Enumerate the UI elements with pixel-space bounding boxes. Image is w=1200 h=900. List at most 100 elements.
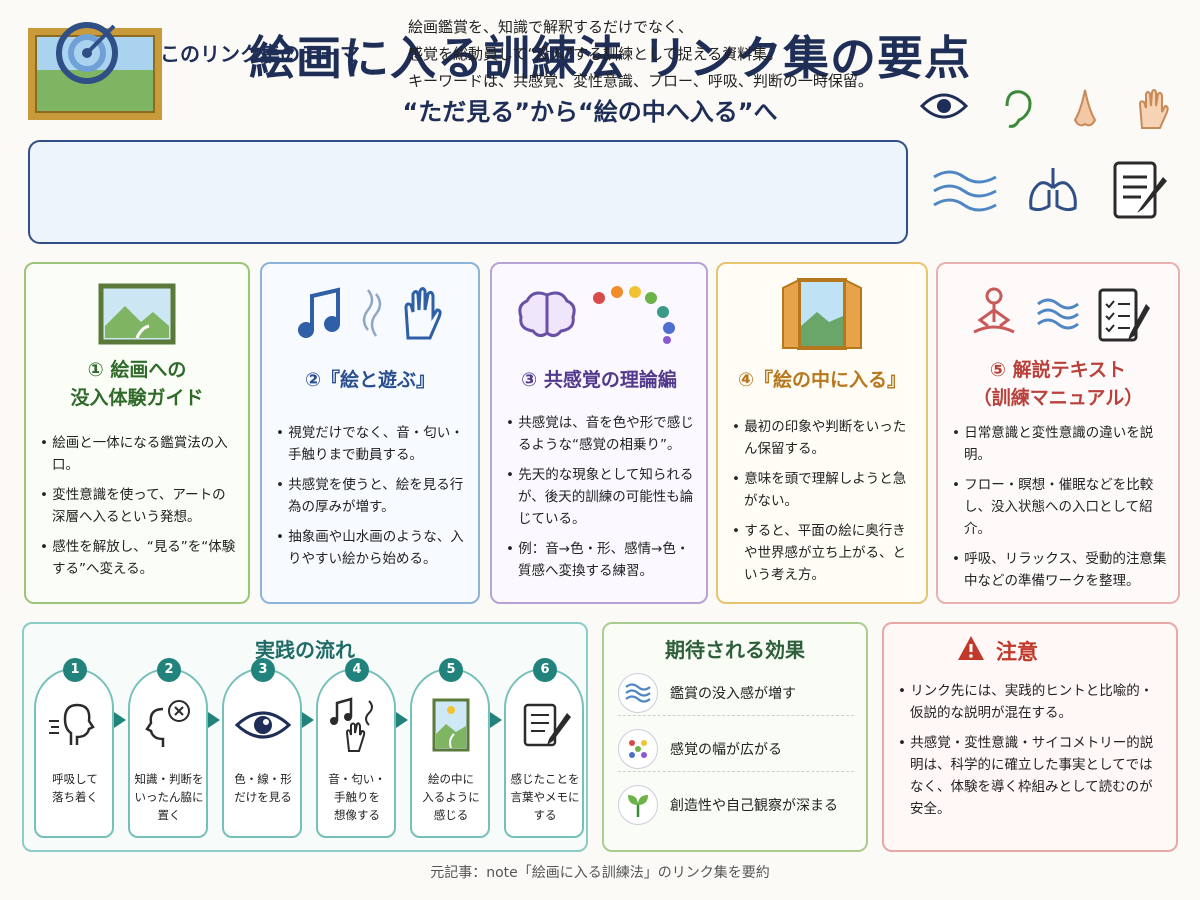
card-icon-area bbox=[26, 274, 248, 354]
step-label-line: 手触りを bbox=[334, 790, 380, 804]
brain-icon bbox=[518, 291, 576, 338]
page-subtitle: “ただ見る”から“絵の中へ入る”へ bbox=[402, 98, 778, 126]
effect-text: 創造性や自己観察が深まる bbox=[670, 798, 838, 814]
wind-icon bbox=[1037, 298, 1079, 330]
hand-icon bbox=[1138, 89, 1169, 129]
eye-icon bbox=[235, 711, 291, 739]
step-label-line: 音・匂い・ bbox=[328, 772, 386, 786]
list-item: 例：音→色・形、感情→色・質感へ変換する練習。 bbox=[506, 538, 696, 582]
senses-icons bbox=[920, 88, 1170, 132]
effects-title: 期待される効果 bbox=[665, 638, 805, 662]
hand-icon bbox=[404, 287, 442, 340]
list-item: リンク先には、実践的ヒントと比喩的・仮説的な説明が混在する。 bbox=[898, 680, 1166, 724]
open-door-icon bbox=[782, 278, 862, 350]
flow-step: 3 色・線・形 だけを見る bbox=[222, 658, 302, 838]
color-dots-icon bbox=[593, 286, 675, 344]
card-title-line: （訓練マニュアル） bbox=[972, 387, 1144, 409]
flow-arrow-icon bbox=[208, 712, 220, 728]
flow-arrow-icon bbox=[396, 712, 408, 728]
card-immersion-guide: ① 絵画への 没入体験ガイド 絵画と一体になる鑑賞法の入口。 変性意識を使って、… bbox=[24, 262, 250, 604]
checklist-icon bbox=[1098, 288, 1150, 342]
flow-step: 6 感じたことを 言葉やメモに する bbox=[504, 658, 584, 838]
warning-icon bbox=[958, 636, 984, 660]
card-title: ① 絵画への 没入体験ガイド bbox=[26, 356, 248, 412]
caution-list: リンク先には、実践的ヒントと比喩的・仮説的な説明が混在する。 共感覚・変性意識・… bbox=[898, 680, 1166, 828]
step-label-line: する bbox=[533, 808, 557, 822]
step-label-line: 感じる bbox=[433, 808, 469, 822]
flow-step: 2 知識・判断を いったん脇に置く bbox=[128, 658, 208, 838]
flow-step: 5 絵の中に 入るように 感じる bbox=[410, 658, 490, 838]
card-icon-area bbox=[492, 274, 706, 354]
card-title: ③ 共感覚の理論編 bbox=[521, 369, 677, 391]
meditation-icon bbox=[973, 287, 1015, 334]
card-synesthesia-theory: ③ 共感覚の理論編 共感覚は、音を色や形で感じるような“感覚の相乗り”。 先天的… bbox=[490, 262, 708, 604]
notepad-icon bbox=[523, 703, 571, 747]
step-label: 音・匂い・ 手触りを 想像する bbox=[320, 770, 394, 824]
step-label-line: 落ち着く bbox=[52, 790, 98, 804]
card-list: 絵画と一体になる鑑賞法の入口。 変性意識を使って、アートの深層へ入るという発想。… bbox=[40, 432, 238, 588]
step-label-line: 絵の中に bbox=[428, 772, 474, 786]
step-label-line: 感じたことを bbox=[510, 772, 580, 786]
thinking-head-icon bbox=[145, 700, 190, 747]
step-label-line: 呼吸して bbox=[52, 772, 98, 786]
effect-text: 鑑賞の没入感が増す bbox=[670, 685, 796, 702]
step-number: 4 bbox=[345, 658, 369, 682]
step-label: 呼吸して 落ち着く bbox=[38, 770, 112, 806]
list-item: 日常意識と変性意識の違いを説明。 bbox=[952, 422, 1168, 466]
card-list: 視覚だけでなく、音・匂い・手触りまで動員する。 共感覚を使うと、絵を見る行為の厚… bbox=[276, 422, 468, 578]
card-icon-area bbox=[718, 274, 926, 354]
list-item: 共感覚は、音を色や形で感じるような“感覚の相乗り”。 bbox=[506, 412, 696, 456]
list-item: 呼吸、リラックス、受動的注意集中などの準備ワークを整理。 bbox=[952, 548, 1168, 592]
card-title: ⑤ 解説テキスト （訓練マニュアル） bbox=[938, 356, 1178, 412]
step-label-line: 色・線・形 bbox=[234, 772, 292, 786]
caution-title: 注意 bbox=[996, 640, 1038, 664]
list-item: 先天的な現象として知られるが、後天的訓練の可能性も論じている。 bbox=[506, 464, 696, 530]
step-label-line: いったん脇に置く bbox=[134, 790, 204, 822]
card-icon-area bbox=[938, 274, 1178, 354]
lungs-icon bbox=[1028, 168, 1077, 212]
dots-icon bbox=[629, 739, 647, 758]
target-icon bbox=[56, 22, 118, 84]
scent-icon bbox=[362, 289, 382, 337]
card-enter-painting: ④『絵の中に入る』 最初の印象や判断をいったん保留する。 意味を頭で理解しようと… bbox=[716, 262, 928, 604]
theme-side-icons bbox=[930, 155, 1175, 225]
ear-icon bbox=[1005, 90, 1032, 128]
caution-box: リンク先には、実践的ヒントと比喩的・仮説的な説明が混在する。 共感覚・変性意識・… bbox=[882, 622, 1178, 852]
card-list: 共感覚は、音を色や形で感じるような“感覚の相乗り”。 先天的な現象として知られる… bbox=[506, 412, 696, 590]
theme-title: このリンク集のテーマ bbox=[160, 42, 360, 66]
wind-icon bbox=[933, 170, 997, 212]
list-item: 共感覚・変性意識・サイコメトリー的説明は、科学的に確立した事実としてではなく、体… bbox=[898, 732, 1166, 820]
theme-line: キーワードは、共感覚、変性意識、フロー、呼吸、判断の一時保留。 bbox=[408, 72, 873, 90]
step-label-line: 言葉やメモに bbox=[510, 790, 580, 804]
list-item: フロー・瞑想・催眠などを比較し、没入状態への入口として紹介。 bbox=[952, 474, 1168, 540]
step-label: 絵の中に 入るように 感じる bbox=[414, 770, 488, 824]
effect-text: 感覚の幅が広がる bbox=[670, 741, 782, 758]
card-list: 日常意識と変性意識の違いを説明。 フロー・瞑想・催眠などを比較し、没入状態への入… bbox=[952, 422, 1168, 600]
card-play-with-painting: ②『絵と遊ぶ』 視覚だけでなく、音・匂い・手触りまで動員する。 共感覚を使うと、… bbox=[260, 262, 480, 604]
list-item: 変性意識を使って、アートの深層へ入るという発想。 bbox=[40, 484, 238, 528]
breathing-head-icon bbox=[49, 703, 95, 745]
card-title-line: ⑤ 解説テキスト bbox=[989, 359, 1127, 381]
sprout-icon bbox=[628, 795, 648, 817]
list-item: 視覚だけでなく、音・匂い・手触りまで動員する。 bbox=[276, 422, 468, 466]
step-label: 感じたことを 言葉やメモに する bbox=[508, 770, 582, 824]
step-label-line: 入るように bbox=[422, 790, 480, 804]
step-number: 5 bbox=[439, 658, 463, 682]
flow-arrow-icon bbox=[490, 712, 502, 728]
step-label: 色・線・形 だけを見る bbox=[226, 770, 300, 806]
list-item: 共感覚を使うと、絵を見る行為の厚みが増す。 bbox=[276, 474, 468, 518]
card-training-manual: ⑤ 解説テキスト （訓練マニュアル） 日常意識と変性意識の違いを説明。 フロー・… bbox=[936, 262, 1180, 604]
senses-icon bbox=[330, 697, 373, 752]
effect-item: 創造性や自己観察が深まる bbox=[618, 782, 854, 828]
theme-line: 絵画鑑賞を、知識で解釈するだけでなく、 bbox=[408, 18, 694, 36]
list-item: 絵画と一体になる鑑賞法の入口。 bbox=[40, 432, 238, 476]
step-label-line: 知識・判断を bbox=[134, 772, 204, 786]
theme-description: 絵画鑑賞を、知識で解釈するだけでなく、 感覚を総動員して“没入”する訓練として捉… bbox=[408, 14, 873, 95]
step-label-line: だけを見る bbox=[234, 790, 292, 804]
effect-item: 感覚の幅が広がる bbox=[618, 726, 854, 772]
flow-title: 実践の流れ bbox=[255, 638, 355, 662]
list-item: 感性を解放し、“見る”を“体験する”へ変える。 bbox=[40, 536, 238, 580]
card-list: 最初の印象や判断をいったん保留する。 意味を頭で理解しようと急がない。 すると、… bbox=[732, 416, 916, 594]
notes-icon bbox=[1113, 161, 1167, 219]
step-number: 6 bbox=[533, 658, 557, 682]
